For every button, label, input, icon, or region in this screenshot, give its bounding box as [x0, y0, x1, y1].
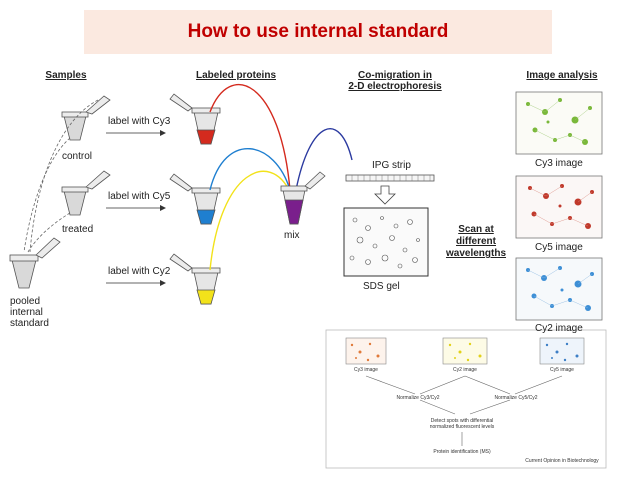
arc-mix-to-ipg [295, 128, 353, 191]
scan-label-2: different [456, 236, 496, 247]
inset-cy2-box [442, 337, 488, 365]
ipg-strip [345, 174, 435, 182]
label-control: control [62, 151, 93, 162]
page-title: How to use internal standard [187, 21, 449, 42]
cy5-image-panel [515, 175, 603, 239]
arc-cy2-to-mix [209, 170, 291, 271]
header-comigration-2: 2-D electrophoresis [348, 81, 442, 92]
label-cy5: label with Cy5 [108, 191, 171, 202]
header-labeled-proteins: Labeled proteins [195, 70, 276, 81]
arrow-cy2-head [160, 280, 166, 286]
cy3-image-panel [515, 91, 603, 155]
caption-cy2-image: Cy2 image [535, 323, 583, 334]
arrow-cy3-head [160, 130, 166, 136]
inset-caption-cy5: Cy5 image [550, 367, 574, 373]
sds-gel-spots [349, 216, 420, 269]
label-pooled-3: standard [10, 318, 49, 329]
pool-arrow-treated [27, 212, 71, 253]
arc-cy5-to-mix [209, 148, 291, 191]
inset-protein-id: Protein identification (MS) [433, 449, 491, 455]
label-mix: mix [284, 230, 300, 241]
down-arrow [374, 185, 396, 205]
header-image-analysis: Image analysis [526, 70, 598, 81]
arc-cy3-to-mix [209, 83, 291, 191]
label-cy2: label with Cy2 [108, 266, 171, 277]
inset-caption-cy3: Cy3 image [354, 367, 378, 373]
inset-detect-1: Detect spots with differential [430, 418, 494, 424]
header-comigration-1: Co-migration in [358, 70, 432, 81]
scan-label-3: wavelengths [445, 248, 507, 259]
inset-cy5-box [539, 337, 585, 365]
label-treated: treated [62, 224, 94, 235]
inset-arrows [365, 375, 563, 446]
tube-treated [61, 170, 111, 216]
pool-arrow-control [23, 137, 71, 253]
caption-cy3-image: Cy3 image [535, 158, 583, 169]
header-samples: Samples [45, 70, 87, 81]
tube-pooled-standard [9, 237, 61, 289]
pool-arrow-top [29, 99, 99, 253]
inset-detect-2: normalized fluorescent levels [429, 424, 495, 430]
sds-gel [343, 207, 429, 277]
label-ipg-strip: IPG strip [372, 160, 411, 171]
label-pooled-1: pooled [10, 296, 41, 307]
arrow-cy5-head [160, 205, 166, 211]
inset-cy3-box [345, 337, 387, 365]
title-band: How to use internal standard [84, 10, 552, 54]
label-cy3: label with Cy3 [108, 116, 171, 127]
ipg-strip-ticks [351, 175, 431, 181]
tube-cy5-labeled [169, 173, 221, 225]
inset-normalize-cy3: Normalize Cy3/Cy2 [396, 395, 440, 401]
inset-caption-cy2: Cy2 image [453, 367, 477, 373]
tube-cy2-labeled [169, 253, 221, 305]
cy2-image-panel [515, 257, 603, 321]
inset-normalize-cy5: Normalize Cy5/Cy2 [494, 395, 538, 401]
caption-cy5-image: Cy5 image [535, 242, 583, 253]
tube-control [61, 95, 111, 141]
tube-mix [280, 171, 326, 225]
tube-cy3-labeled [169, 93, 221, 145]
inset-credit: Current Opinion in Biotechnology [525, 458, 599, 464]
scan-label-1: Scan at [458, 224, 494, 235]
label-sds-gel: SDS gel [363, 281, 400, 292]
label-pooled-2: internal [10, 307, 43, 318]
